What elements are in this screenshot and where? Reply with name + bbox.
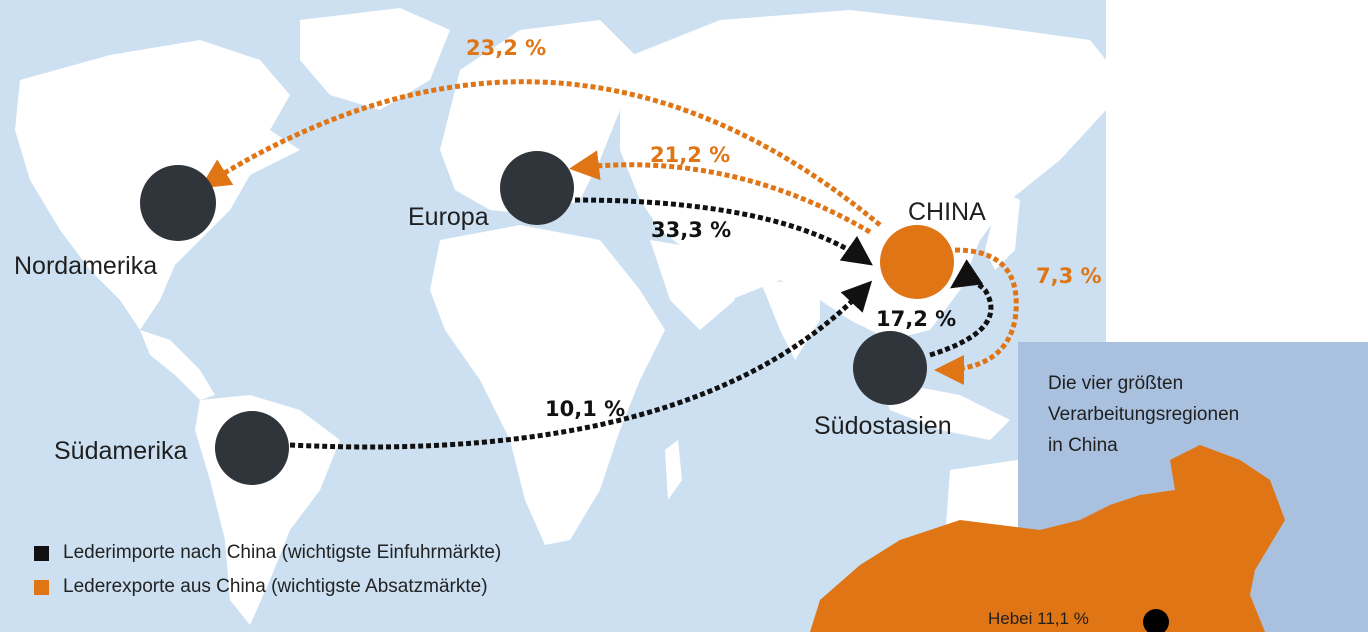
africa — [430, 225, 665, 545]
china-dot — [880, 225, 954, 299]
label-suedamerika: Südamerika — [54, 437, 188, 465]
suedamerika-dot — [215, 411, 289, 485]
legend-exports-text: Lederexporte aus China (wichtigste Absat… — [63, 576, 488, 597]
export-arrow-suedostasien — [934, 247, 1019, 385]
legend-exports: Lederexporte aus China (wichtigste Absat… — [34, 576, 488, 598]
arabia — [650, 240, 735, 330]
pct-export-suedostasien: 7,3 % — [1036, 264, 1102, 288]
japan — [985, 190, 1020, 270]
inset-title-line2: Verarbeitungsregionen — [1048, 404, 1240, 425]
hebei-dot — [1143, 609, 1169, 632]
inset-title-line3: in China — [1048, 435, 1118, 456]
central-america — [140, 330, 215, 400]
pct-export-nordamerika: 23,2 % — [466, 36, 547, 60]
pct-import-suedamerika: 10,1 % — [545, 397, 626, 421]
flow-arrows — [199, 79, 1019, 450]
pct-export-europa: 21,2 % — [650, 143, 731, 167]
import-arrow-europa — [574, 197, 873, 266]
pct-import-europa: 33,3 % — [651, 218, 732, 242]
suedostasien-dot — [853, 331, 927, 405]
export-arrow-nordamerika — [199, 79, 882, 227]
import-arrow-suedamerika — [289, 280, 873, 450]
legend-imports: Lederimporte nach China (wichtigste Einf… — [34, 542, 501, 564]
europa-dot — [500, 151, 574, 225]
madagascar — [665, 440, 682, 500]
greenland — [300, 8, 450, 110]
asia — [620, 10, 1106, 340]
import-arrow-suedostasien — [929, 259, 994, 358]
inset-title: Die vier größten Verarbeitungsregionen i… — [1048, 368, 1239, 461]
pct-import-suedostasien: 17,2 % — [876, 307, 957, 331]
label-europa: Europa — [408, 203, 489, 231]
china-provinces-map — [810, 445, 1285, 632]
legend-imports-text: Lederimporte nach China (wichtigste Einf… — [63, 542, 502, 563]
hebei-label: Hebei 11,1 % — [988, 609, 1089, 628]
inset-title-line1: Die vier größten — [1048, 373, 1184, 394]
label-china: CHINA — [908, 198, 986, 226]
label-nordamerika: Nordamerika — [14, 252, 158, 280]
export-arrow-europa — [569, 150, 872, 235]
legend-swatch-exports — [34, 579, 49, 595]
legend-swatch-imports — [34, 545, 49, 561]
india — [760, 280, 820, 360]
label-suedostasien: Südostasien — [814, 412, 952, 440]
nordamerika-dot — [140, 165, 216, 241]
